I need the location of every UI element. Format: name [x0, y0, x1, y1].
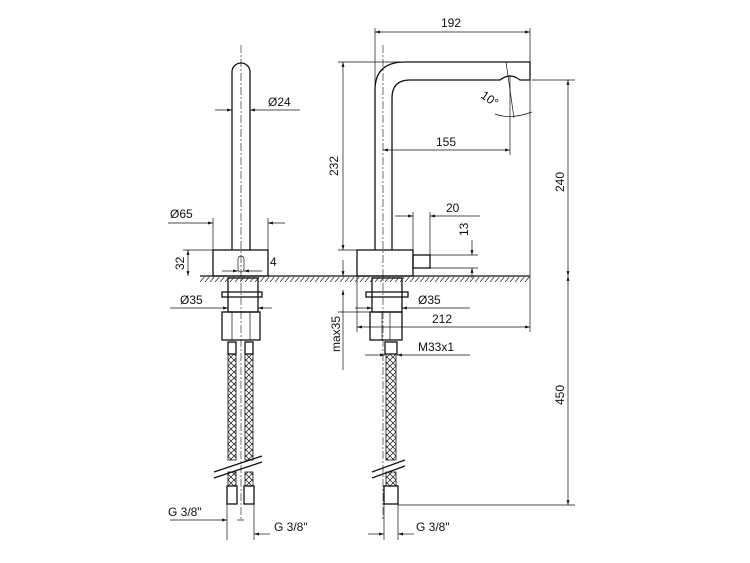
dim-lever-length: 20 [446, 201, 460, 215]
dim-spout-diameter: Ø24 [268, 95, 291, 109]
side-view [168, 45, 300, 540]
dim-spout-angle: 10° [478, 88, 501, 110]
dim-overall-reach: 192 [441, 16, 461, 30]
dim-hose-thread-left-a: G 3/8" [168, 505, 202, 519]
dim-total-length: 212 [432, 312, 452, 326]
dim-thread: M33x1 [418, 340, 454, 354]
dim-hose-length: 450 [553, 385, 567, 405]
dim-hose-thread-left-b: G 3/8" [274, 520, 308, 534]
dim-slot-width: 4 [270, 255, 277, 269]
front-view [338, 28, 575, 540]
dim-overall-height: 240 [553, 172, 567, 192]
dim-shank-diameter-left: Ø35 [180, 293, 203, 307]
dim-lever-height: 13 [457, 222, 471, 236]
dim-spout-height: 232 [327, 156, 341, 176]
deck-surface [200, 275, 530, 282]
dim-base-diameter: Ø65 [170, 207, 193, 221]
dim-max-deck-thickness: max35 [329, 316, 343, 352]
dim-base-height: 32 [173, 256, 187, 270]
dim-outlet-reach: 155 [436, 135, 456, 149]
dim-shank-diameter-right: Ø35 [418, 293, 441, 307]
dim-hose-thread-right: G 3/8" [416, 520, 450, 534]
